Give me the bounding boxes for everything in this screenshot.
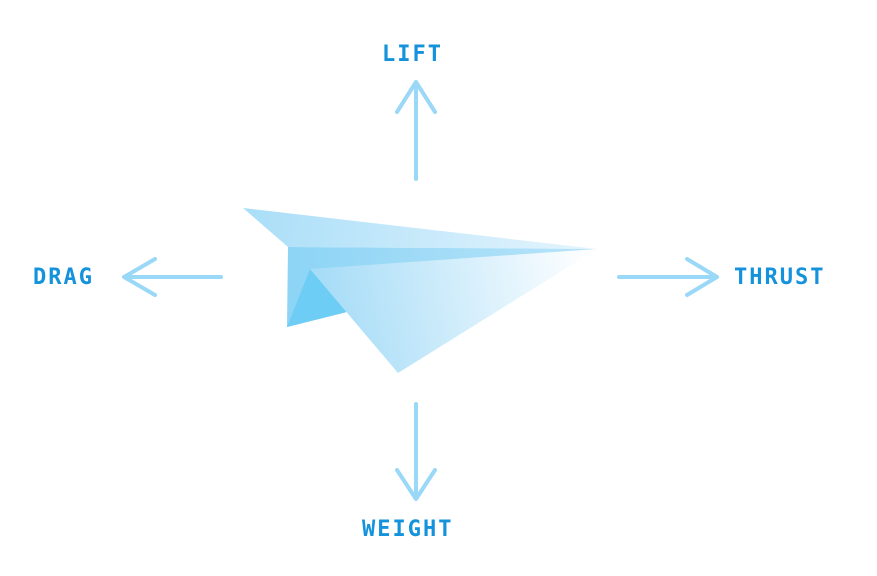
lift-label: LIFT <box>382 42 443 67</box>
plane-shadow <box>287 269 347 327</box>
drag-label: DRAG <box>33 265 94 290</box>
weight-arrow-icon <box>395 402 437 501</box>
paper-airplane-icon <box>243 208 597 373</box>
thrust-arrow-icon <box>617 257 719 297</box>
thrust-label: THRUST <box>734 265 826 290</box>
drag-arrow-icon <box>122 257 223 297</box>
lift-arrow-icon <box>395 80 437 181</box>
plane-back-wing <box>243 208 597 249</box>
weight-label: WEIGHT <box>362 517 454 542</box>
plane-front-wing <box>310 249 597 373</box>
